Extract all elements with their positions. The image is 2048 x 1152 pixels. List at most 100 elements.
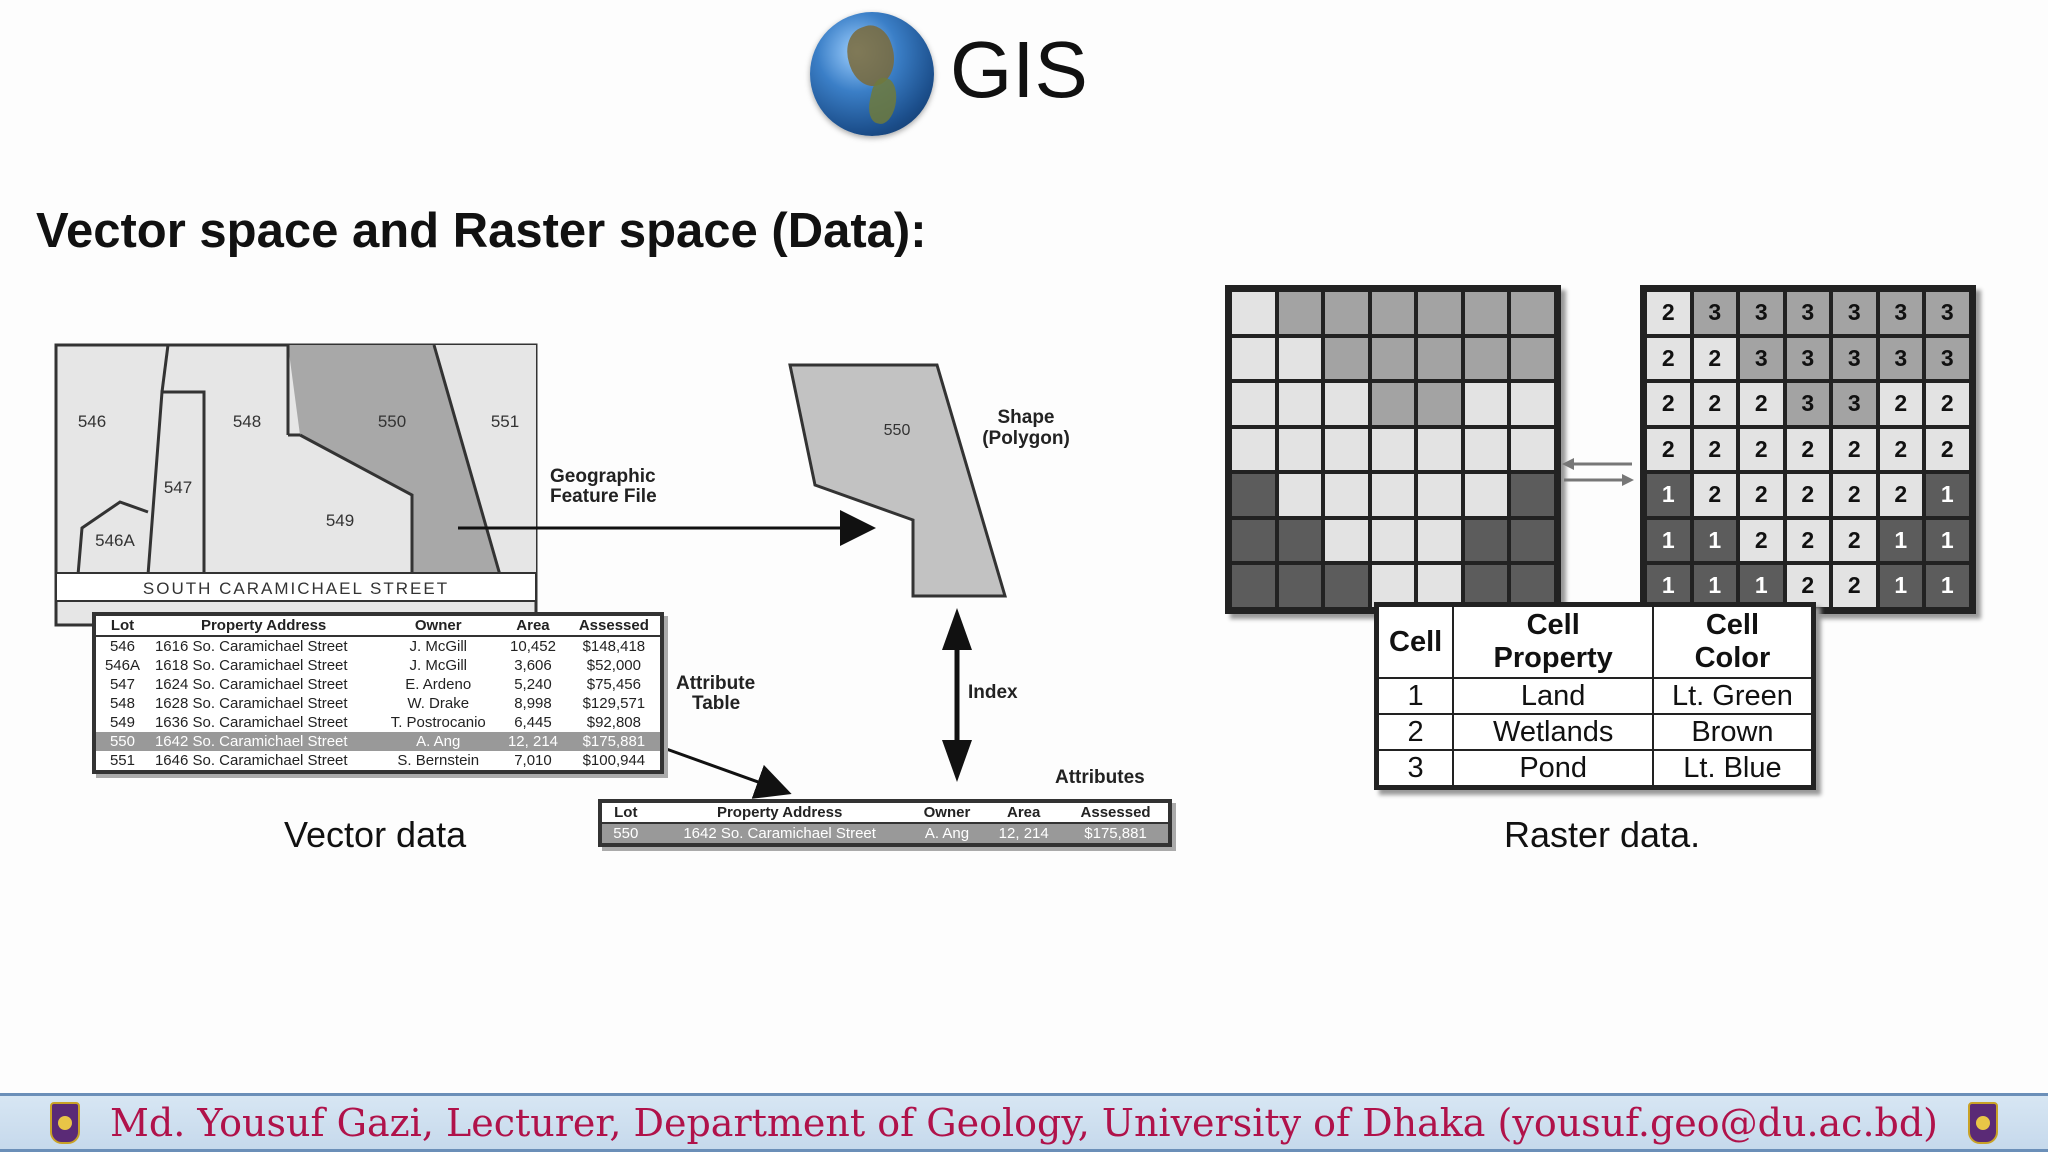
raster-cell	[1509, 381, 1556, 427]
raster-value-cell: 2	[1738, 517, 1785, 563]
raster-cell	[1509, 290, 1556, 336]
raster-cell	[1323, 472, 1370, 518]
column-header: Cell Color	[1652, 603, 1815, 679]
raster-shade-grid	[1225, 285, 1561, 614]
raster-cell	[1323, 517, 1370, 563]
table-cell: 7,010	[514, 752, 552, 769]
table-cell: S. Bernstein	[397, 752, 480, 769]
raster-cell	[1509, 563, 1556, 609]
geo-feature-label: Feature File	[550, 486, 657, 507]
raster-cell	[1276, 381, 1323, 427]
column-header: Area	[984, 801, 1064, 824]
raster-cell	[1462, 381, 1509, 427]
table-cell: $175,881	[1063, 823, 1170, 845]
raster-value-cell: 3	[1691, 290, 1738, 336]
table-cell: Lt. Green	[1652, 677, 1815, 715]
raster-value-cell: 3	[1784, 290, 1831, 336]
column-header: Cell Property	[1452, 603, 1655, 679]
raster-cell	[1230, 381, 1277, 427]
vector-caption: Vector data	[284, 814, 467, 855]
raster-cell	[1230, 290, 1277, 336]
attributes-label: Attributes	[1055, 767, 1145, 788]
table-cell: 2	[1375, 713, 1455, 751]
column-header: Owner	[909, 801, 985, 824]
raster-value-cell: 2	[1924, 381, 1971, 427]
raster-value-cell: 2	[1691, 335, 1738, 381]
raster-cell	[1230, 563, 1277, 609]
table-cell: 1618 So. Caramichael Street	[154, 657, 348, 674]
table-cell: $75,456	[586, 676, 641, 693]
raster-value-cell: 2	[1645, 290, 1692, 336]
raster-cell	[1462, 426, 1509, 472]
raster-value-cell: 2	[1877, 381, 1924, 427]
table-cell: 550	[94, 732, 149, 751]
parcel-label: 546	[78, 412, 106, 431]
raster-value-cell: 3	[1924, 290, 1971, 336]
footer-text: Md. Yousuf Gazi, Lecturer, Department of…	[109, 1100, 1939, 1145]
raster-cell	[1462, 335, 1509, 381]
raster-value-cell: 2	[1831, 472, 1878, 518]
raster-cell	[1509, 335, 1556, 381]
raster-cell	[1416, 472, 1463, 518]
column-header: Property Address	[649, 801, 910, 824]
table-cell: 12, 214	[984, 823, 1064, 845]
raster-caption: Raster data.	[1504, 814, 1701, 855]
raster-cell	[1462, 472, 1509, 518]
raster-value-cell: 3	[1831, 290, 1878, 336]
table-cell: 6,445	[514, 714, 552, 731]
raster-value-cell: 2	[1831, 517, 1878, 563]
attributes-table: Lot Property Address Owner Area Assessed…	[598, 799, 1172, 847]
table-cell: 549	[109, 714, 135, 731]
raster-cell	[1323, 381, 1370, 427]
footer-bar: Md. Yousuf Gazi, Lecturer, Department of…	[0, 1093, 2048, 1152]
column-header: Lot	[94, 614, 149, 637]
raster-value-cell: 1	[1924, 517, 1971, 563]
raster-cell	[1509, 517, 1556, 563]
table-cell: Brown	[1652, 713, 1815, 751]
parcel-label: 547	[164, 478, 192, 497]
raster-cell	[1416, 381, 1463, 427]
table-cell: A. Ang	[909, 823, 985, 845]
raster-value-cell: 3	[1924, 335, 1971, 381]
index-label: Index	[968, 682, 1018, 703]
raster-value-cell: 1	[1645, 472, 1692, 518]
table-cell: 550	[600, 823, 650, 845]
table-cell: 8,998	[514, 695, 552, 712]
shape-label: (Polygon)	[982, 428, 1070, 449]
table-cell: W. Drake	[407, 695, 470, 712]
shape-label: Shape	[997, 407, 1054, 428]
column-header: Lot	[600, 801, 650, 824]
table-cell: 1628 So. Caramichael Street	[154, 695, 348, 712]
raster-value-cell: 1	[1645, 517, 1692, 563]
raster-cell	[1230, 426, 1277, 472]
raster-cell	[1416, 426, 1463, 472]
raster-value-cell: 3	[1784, 335, 1831, 381]
raster-value-cell: 3	[1831, 335, 1878, 381]
raster-cell	[1323, 335, 1370, 381]
table-cell: J. McGill	[409, 638, 467, 655]
raster-value-cell: 1	[1924, 472, 1971, 518]
table-cell: Pond	[1452, 749, 1655, 789]
raster-cell	[1323, 563, 1370, 609]
raster-cell	[1369, 335, 1416, 381]
raster-value-cell: 3	[1738, 335, 1785, 381]
parcel-label: 546A	[95, 531, 135, 550]
table-cell: A. Ang	[378, 732, 499, 751]
attribute-table: Lot Property Address Owner Area Assessed…	[92, 612, 664, 774]
raster-value-cell: 3	[1784, 381, 1831, 427]
slide-heading: Vector space and Raster space (Data):	[36, 204, 927, 258]
table-cell: Lt. Blue	[1652, 749, 1815, 789]
column-header: Assessed	[1063, 801, 1170, 824]
raster-value-cell: 2	[1924, 426, 1971, 472]
raster-cell	[1416, 563, 1463, 609]
table-cell: 1624 So. Caramichael Street	[154, 676, 348, 693]
raster-cell	[1509, 426, 1556, 472]
parcel-label: 549	[326, 511, 354, 530]
table-cell: 1642 So. Caramichael Street	[148, 732, 379, 751]
raster-cell	[1462, 517, 1509, 563]
column-header: Owner	[378, 614, 499, 637]
column-header: Cell	[1375, 603, 1455, 679]
